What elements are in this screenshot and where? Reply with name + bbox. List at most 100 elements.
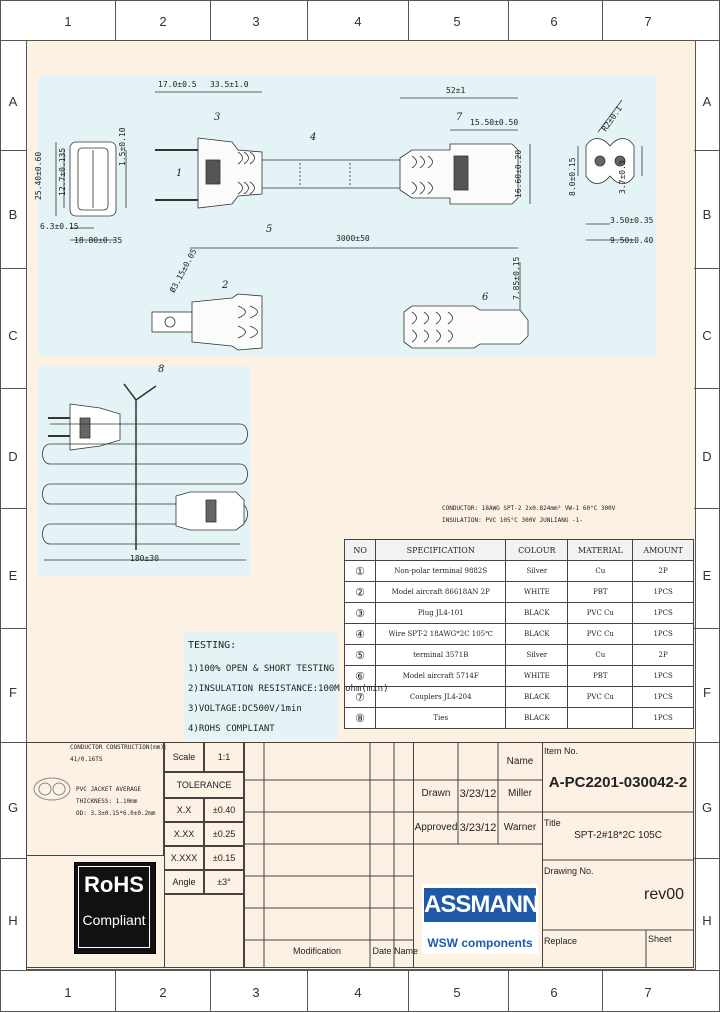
callout-7: 7 (456, 112, 463, 123)
dim-80: 8.0±0.15 (568, 157, 577, 196)
column-divider (210, 0, 211, 40)
connector-front-view (577, 99, 643, 241)
row-specification: Non-polar terminal 9882S (375, 560, 507, 582)
row-material: PBT (567, 665, 634, 687)
column-divider (307, 970, 308, 1012)
row-no: ⑤ (343, 644, 377, 666)
column-divider (508, 0, 509, 40)
column-divider (602, 0, 603, 40)
rohs-badge (74, 862, 156, 954)
column-label-bottom: 4 (354, 985, 362, 1000)
dim-52: 52±1 (446, 86, 466, 95)
row-label-left: D (8, 449, 18, 464)
row-amount: 1PCS (632, 686, 694, 708)
row-label-left: F (9, 685, 17, 700)
approved-name: Warner (503, 822, 537, 833)
dim-33: 33.5±1.0 (210, 80, 249, 89)
tol-key-2: X.XX (164, 822, 204, 846)
column-label-bottom: 2 (159, 985, 167, 1000)
row-specification: Wire SPT-2 18AWG*2C 105℃ (375, 623, 507, 645)
row-divider (694, 742, 720, 743)
row-amount: 1PCS (632, 707, 694, 729)
row-label-right: E (702, 568, 712, 583)
row-colour: Silver (505, 644, 569, 666)
rohs-title: RoHS (84, 872, 144, 897)
row-label-left: A (8, 94, 18, 109)
row-divider (0, 268, 26, 269)
header-colour: COLOUR (505, 539, 569, 561)
row-colour: BLACK (505, 602, 569, 624)
revision-grid-lines (244, 742, 542, 968)
row-divider (0, 858, 26, 859)
column-label-bottom: 1 (64, 985, 72, 1000)
column-divider (115, 0, 116, 40)
row-no: ① (343, 560, 377, 582)
drawn-date: 3/23/12 (459, 788, 497, 800)
item-no-label: Item No. (544, 746, 579, 756)
spec-header-row: NO SPECIFICATION COLOUR MATERIAL AMOUNT (343, 539, 694, 561)
tol-key-4: Angle (164, 870, 204, 894)
item-no-value: A-PC2201-030042-2 (548, 774, 688, 791)
tol-value-1: ±0.40 (204, 798, 244, 822)
row-no: ④ (343, 623, 377, 645)
row-amount: 2P (632, 644, 694, 666)
row-divider (694, 858, 720, 859)
row-divider (694, 628, 720, 629)
tolerance-label: TOLERANCE (164, 772, 244, 798)
row-material: PVC Cu (567, 623, 634, 645)
coiled-cable-view (42, 383, 248, 561)
row-label-left: C (8, 328, 18, 343)
row-material: Cu (567, 644, 634, 666)
callout-1: 1 (176, 168, 183, 179)
column-divider (602, 970, 603, 1012)
conductor-line-2: 41/0.16TS (70, 756, 103, 763)
plug-front-view (69, 141, 117, 217)
name-header: Name (506, 756, 534, 767)
dim-2540: 25.40±0.60 (34, 151, 43, 200)
row-specification: Plug JL4-101 (375, 602, 507, 624)
callout-4: 4 (310, 132, 317, 143)
dim-180: 180±30 (130, 554, 159, 563)
row-label-left: G (7, 800, 19, 815)
conductor-note-2: INSULATION: PVC 105°C 300V JUNLIANG -1- (442, 517, 583, 524)
row-amount: 1PCS (632, 602, 694, 624)
column-label-bottom: 5 (453, 985, 461, 1000)
row-divider (0, 150, 26, 151)
scale-value: 1:1 (204, 742, 244, 772)
dim-3000: 3000±50 (336, 234, 370, 243)
drawn-name: Miller (508, 788, 532, 799)
header-material: MATERIAL (567, 539, 634, 561)
row-material: PBT (567, 581, 634, 603)
row-colour: WHITE (505, 581, 569, 603)
dim-1880: 18.80±0.35 (74, 236, 123, 245)
row-colour: BLACK (505, 707, 569, 729)
row-label-right: F (703, 685, 711, 700)
title-label: Title (544, 818, 561, 828)
conductor-line-1: CONDUCTOR CONSTRUCTION(mm): (70, 744, 168, 751)
column-label-top: 3 (252, 14, 260, 29)
row-material: PVC Cu (567, 602, 634, 624)
row-label-left: B (8, 207, 18, 222)
connector-side-view (399, 143, 519, 205)
dim-1550: 15.50±0.50 (470, 118, 519, 127)
title-value: SPT-2#18*2C 105C (574, 830, 662, 841)
row-amount: 1PCS (632, 581, 694, 603)
row-label-right: B (702, 207, 712, 222)
row-divider (0, 508, 26, 509)
tol-key-1: X.X (164, 798, 204, 822)
item-info-lines (542, 811, 694, 968)
conductor-line-3: PVC JACKET AVERAGE (76, 786, 142, 793)
row-material: PVC Cu (567, 686, 634, 708)
callout-3: 3 (214, 112, 221, 123)
conductor-line-4: THICKNESS: 1.10mm (76, 798, 138, 805)
column-divider (508, 970, 509, 1012)
row-label-right: H (702, 913, 712, 928)
row-amount: 2P (632, 560, 694, 582)
row-divider (0, 628, 26, 629)
assmann-logo-sub: WSW components (427, 936, 533, 950)
column-label-bottom: 6 (550, 985, 558, 1000)
